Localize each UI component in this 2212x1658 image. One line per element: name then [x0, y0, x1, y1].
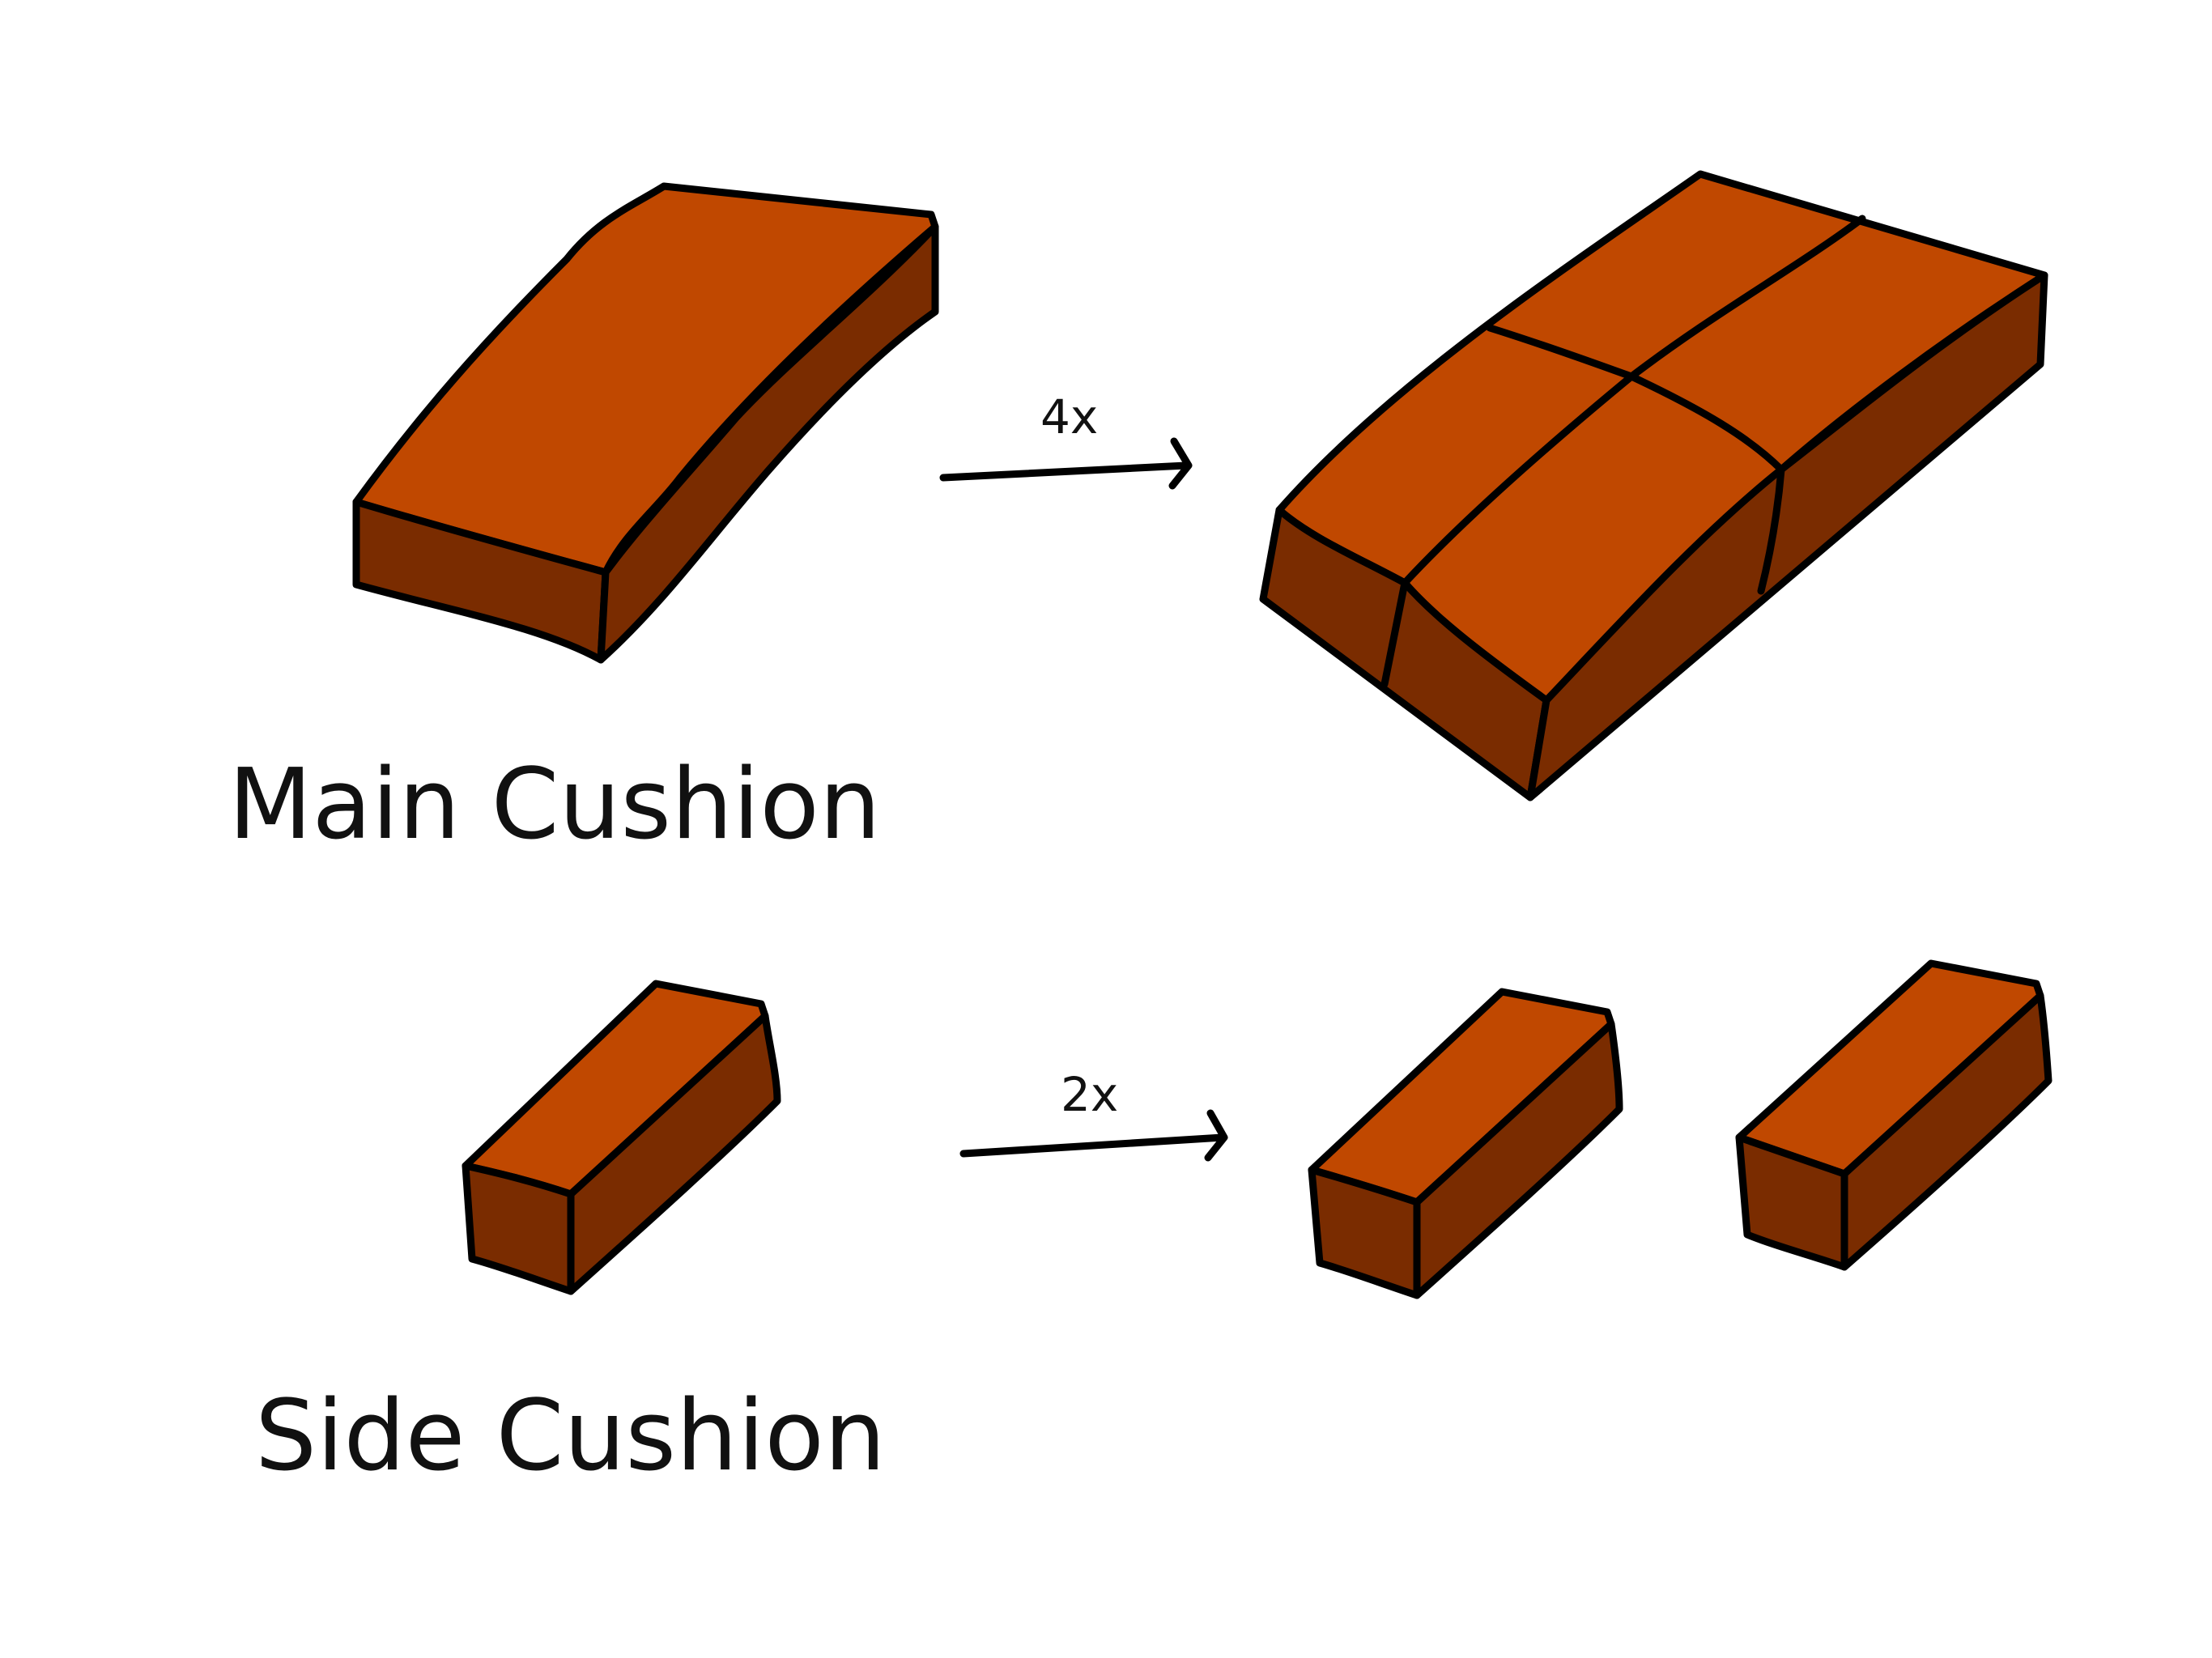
side-piece-a-right-face — [1413, 1020, 1623, 1299]
assembled-right-face — [1526, 271, 2048, 801]
main-cushion-label: Main Cushion — [228, 749, 881, 861]
main-cushion-single — [352, 182, 939, 664]
assembled-seam-cross — [1486, 324, 1785, 474]
main-arrow-head — [1168, 437, 1193, 490]
side-cushion-piece-b — [1735, 959, 2052, 1271]
main-arrow-shaft — [939, 461, 1190, 482]
side-piece-b-right-face — [1840, 992, 2052, 1271]
side-arrow: 2x — [959, 1067, 1228, 1162]
main-cushion-assembled — [1259, 170, 2048, 801]
main-multiplier-label: 4x — [1040, 389, 1098, 444]
side-cushion-label: Side Cushion — [255, 1380, 886, 1493]
side-cushion-single — [462, 980, 781, 1295]
main-arrow: 4x — [939, 389, 1193, 490]
side-cushion-right-face — [567, 1012, 781, 1295]
side-multiplier-label: 2x — [1061, 1067, 1118, 1122]
assembled-seam-front-vertical — [1380, 579, 1409, 688]
assembled-front-face — [1259, 506, 1551, 801]
side-cushion-piece-a — [1308, 988, 1623, 1299]
side-arrow-head — [1204, 1109, 1228, 1162]
assembled-seam-right-vertical — [1757, 466, 1785, 595]
side-arrow-shaft — [959, 1133, 1227, 1158]
main-cushion-right-face — [597, 223, 939, 664]
